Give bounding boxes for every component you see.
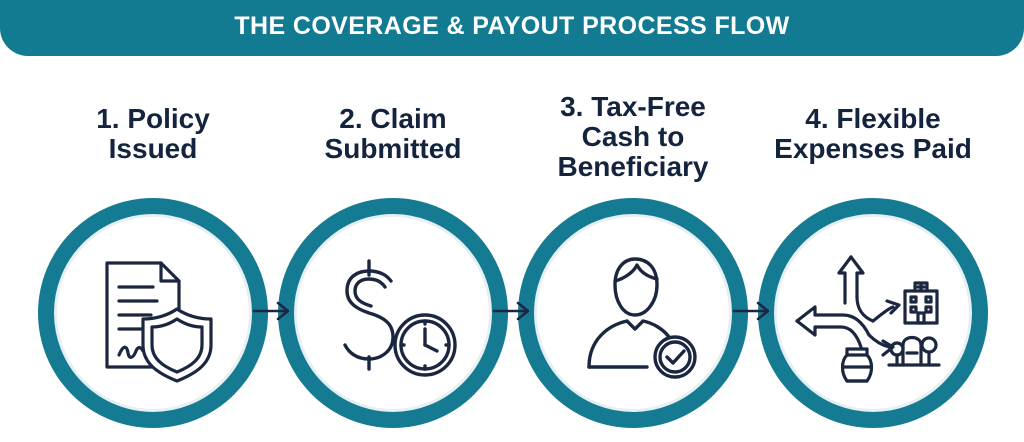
step-4-circle — [758, 198, 988, 428]
header-banner: THE COVERAGE & PAYOUT PROCESS FLOW — [0, 0, 1024, 56]
step-4-label: 4. Flexible Expenses Paid — [774, 103, 972, 164]
step-3-label: 3. Tax-Free Cash to Beneficiary — [557, 91, 709, 182]
arrow-right-icon — [492, 301, 530, 321]
dollar-clock-icon — [343, 259, 457, 377]
policy-document-shield-icon — [105, 261, 213, 383]
arrow-right-icon — [732, 301, 770, 321]
step-1-label: 1. Policy Issued — [96, 103, 210, 164]
arrow-right-icon — [252, 301, 290, 321]
person-checkmark-icon — [587, 257, 697, 379]
branching-arrows-expenses-icon — [795, 255, 941, 383]
step-1-circle — [38, 198, 268, 428]
step-2-label: 2. Claim Submitted — [324, 103, 462, 164]
step-3-circle — [518, 198, 748, 428]
page-title: THE COVERAGE & PAYOUT PROCESS FLOW — [234, 11, 790, 40]
step-2-circle — [278, 198, 508, 428]
